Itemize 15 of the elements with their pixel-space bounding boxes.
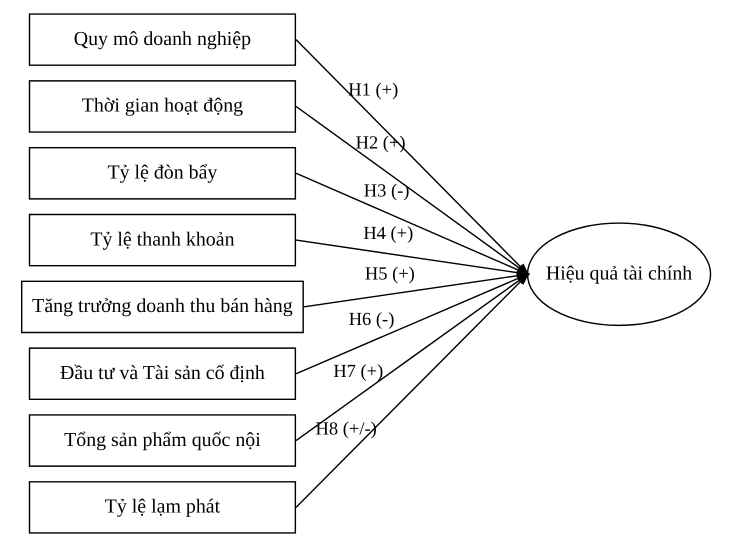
node-box: Đầu tư và Tài sản cố định xyxy=(28,347,296,400)
node-box: Tỷ lệ lạm phát xyxy=(28,481,296,534)
edge-label: H5 (+) xyxy=(364,264,414,284)
node-box: Quy mô doanh nghiệp xyxy=(28,13,296,66)
edge-label: H6 (-) xyxy=(348,309,394,330)
node-ellipse: Hiệu quả tài chính xyxy=(526,222,711,326)
edge-label: H7 (+) xyxy=(332,361,383,382)
node-box: Tỷ lệ thanh khoản xyxy=(28,214,296,266)
edge-label: H1 (+) xyxy=(348,79,398,100)
edge-label: H4 (+) xyxy=(362,223,413,244)
node-box: Tổng sản phẩm quốc nội xyxy=(28,414,296,467)
node-box: Tỷ lệ đòn bẩy xyxy=(28,146,296,200)
node-box: Tăng trưởng doanh thu bán hàng xyxy=(20,280,304,334)
edge-label: H8 (+/-) xyxy=(315,418,376,439)
node-box: Thời gian hoạt động xyxy=(28,80,296,133)
